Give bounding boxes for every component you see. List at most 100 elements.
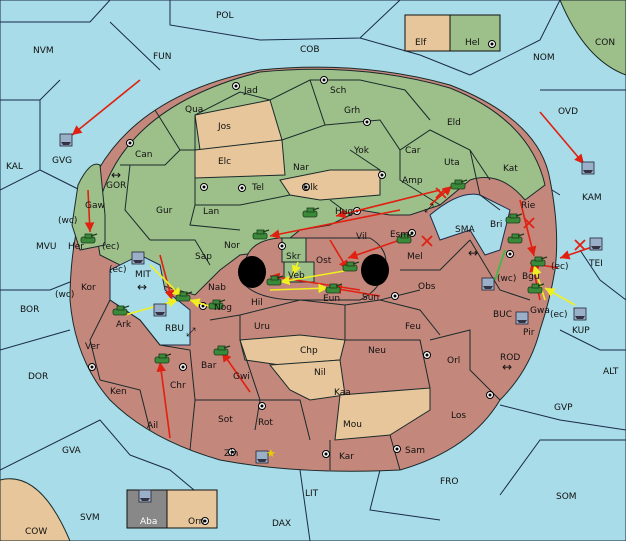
province-label: Olk <box>303 183 318 193</box>
province-label: Bgu <box>522 272 540 282</box>
sea-label: GOR <box>106 181 127 191</box>
province-label: Sap <box>195 252 212 262</box>
province-label: Lan <box>203 207 220 217</box>
sea-label: GVA <box>62 446 81 456</box>
province-label: Veb <box>288 271 305 281</box>
sea-label: FUN <box>153 52 172 62</box>
province-label: Los <box>451 411 467 421</box>
legend-aba-label: Aba <box>140 517 158 527</box>
province-label: Ail <box>147 421 159 431</box>
province-label: Hil <box>251 298 263 308</box>
west-pole <box>238 256 266 288</box>
legend-elf-label: Elf <box>415 38 427 48</box>
star-icon: ★ <box>266 447 276 460</box>
province-mou-shape <box>334 387 431 441</box>
sea-label: GVP <box>554 403 573 413</box>
province-label: Rie <box>521 201 536 211</box>
province-label: Eun <box>323 294 341 304</box>
coast-tag: (wc) <box>58 216 78 226</box>
province-label: Chr <box>170 381 186 391</box>
province-label: Orl <box>447 356 461 366</box>
sea-label: BUC <box>493 310 513 320</box>
province-label: Nil <box>314 368 326 378</box>
svg-text:↔: ↔ <box>137 280 147 294</box>
province-label: Uta <box>444 158 460 168</box>
sea-label: NVM <box>33 46 54 56</box>
sea-label: RBU <box>165 324 185 334</box>
province-label: Mel <box>407 252 423 262</box>
province-label: Car <box>405 146 421 156</box>
sea-label: MVU <box>36 242 57 252</box>
province-skr-shape <box>281 237 307 263</box>
province-label: Nar <box>293 163 309 173</box>
sea-label: ROD <box>500 353 521 363</box>
province-label: Ken <box>110 387 127 397</box>
province-label: Bar <box>201 361 217 371</box>
province-label: Grh <box>344 106 361 116</box>
province-label: Ark <box>116 320 132 330</box>
sea-label: CON <box>595 38 616 48</box>
coast-tag: (ec) <box>109 265 127 275</box>
sea-label: SMA <box>455 225 475 235</box>
coast-tag: (wc) <box>497 274 517 284</box>
sea-label: FRO <box>440 477 459 487</box>
failed-order-marks <box>421 187 586 251</box>
sea-label: SOM <box>556 492 577 502</box>
province-label: Neu <box>368 346 386 356</box>
province-label: Kat <box>503 164 518 174</box>
sma-sea <box>429 193 511 256</box>
province-label: Amp <box>402 176 423 186</box>
province-label: Can <box>135 150 153 160</box>
green-order <box>494 249 506 281</box>
province-label: Nab <box>208 283 226 293</box>
sea-label: DOR <box>28 372 49 382</box>
coast-tag: (ec) <box>102 242 120 252</box>
province-label: Jad <box>244 86 258 96</box>
sea-label: TEI <box>589 259 603 269</box>
sea-label: KAL <box>6 162 23 172</box>
province-label: Gwi <box>233 372 250 382</box>
legend-hel-label: Hel <box>465 38 480 48</box>
sea-label: ALT <box>603 367 619 377</box>
province-label: Jos <box>218 122 231 132</box>
svg-text:⤢: ⤢ <box>423 201 434 215</box>
province-label: Skr <box>286 252 301 262</box>
province-label: Sam <box>405 446 425 456</box>
province-label: Chp <box>300 346 318 356</box>
province-label: Gwa <box>530 306 550 316</box>
province-label: Pir <box>523 328 535 338</box>
province-label: Ost <box>316 256 332 266</box>
province-label: Kar <box>339 452 354 462</box>
east-pole <box>361 254 389 286</box>
province-label: Esm <box>390 230 410 240</box>
province-label: Tel <box>252 183 265 193</box>
svg-text:↔: ↔ <box>502 360 512 374</box>
province-label: Gaw <box>85 201 105 211</box>
sea-label: SVM <box>80 513 100 523</box>
province-label: Hug <box>335 207 354 217</box>
province-elc-shape <box>194 139 286 179</box>
province-label: Obs <box>418 282 436 292</box>
province-label: Gur <box>156 206 173 216</box>
province-label: Qua <box>185 105 204 115</box>
province-borders <box>89 79 531 471</box>
province-label: Kaa <box>334 388 351 398</box>
sea-label: NOM <box>533 53 555 63</box>
sea-label: COB <box>300 45 320 55</box>
sea-label: KUP <box>572 326 590 336</box>
province-label: Bri <box>490 220 503 230</box>
legend-orn-label: Orn <box>188 517 205 527</box>
crossing-arrows: ↔ ↔ ⤢ ↔ ↔ ⤢ <box>111 168 512 374</box>
province-label: Kor <box>81 283 96 293</box>
province-label: Sot <box>218 415 233 425</box>
province-nil-shape <box>269 359 346 401</box>
sea-label: GVG <box>52 156 73 166</box>
province-label: Feu <box>405 322 421 332</box>
province-label: Mou <box>343 420 362 430</box>
legend-elf-box <box>404 14 451 52</box>
sea-label: OVD <box>558 107 579 117</box>
svg-text:↔: ↔ <box>111 168 121 182</box>
province-label: Sun <box>362 293 380 303</box>
